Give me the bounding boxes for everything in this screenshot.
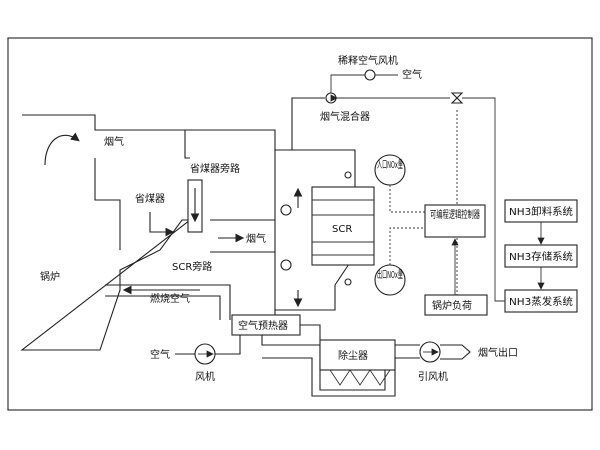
boiler-load-label: 锅炉负荷 bbox=[432, 299, 472, 312]
inlet-damper bbox=[280, 204, 292, 216]
economizer-arrow bbox=[149, 212, 175, 237]
combustion-air-label: 燃烧空气 bbox=[150, 292, 190, 305]
scr-bypass-label: SCR旁路 bbox=[172, 260, 212, 273]
dilution-fan-icon bbox=[364, 69, 376, 81]
flue-flow-arrow bbox=[44, 132, 80, 166]
boiler: 锅炉 bbox=[20, 114, 192, 351]
boiler-label: 锅炉 bbox=[40, 271, 60, 283]
flue-mixer-node bbox=[325, 92, 337, 104]
outlet-damper bbox=[280, 259, 292, 271]
air-preheater-label: 空气预热器 bbox=[238, 319, 288, 332]
economizer-label: 省煤器 bbox=[135, 192, 165, 205]
outlet-nox-label: 出口NOx量 bbox=[377, 268, 403, 281]
ammonia-valve-icon bbox=[450, 92, 464, 104]
dust-collector-label: 除尘器 bbox=[338, 349, 368, 362]
fan-label: 风机 bbox=[195, 370, 215, 383]
plc-label: 可编程逻辑控制器 bbox=[430, 208, 480, 221]
nh3-evap-label: NH3蒸发系统 bbox=[509, 295, 573, 308]
flue-mixer-label: 烟气混合器 bbox=[320, 110, 370, 123]
flue-gas-top-label: 烟气 bbox=[104, 135, 124, 148]
plc-box bbox=[424, 204, 486, 238]
nh3-unload-label: NH3卸料系统 bbox=[509, 205, 573, 218]
dilution-fan-label: 稀释空气风机 bbox=[338, 54, 398, 67]
inlet-nox-label: 入口NOx量 bbox=[377, 159, 403, 171]
flue-outlet-label: 烟气出口 bbox=[478, 346, 518, 359]
economizer-bypass-label: 省煤器旁路 bbox=[190, 162, 240, 175]
dust-collector-box bbox=[319, 339, 396, 371]
air-bottom-label: 空气 bbox=[150, 348, 170, 361]
induced-fan-label: 引风机 bbox=[418, 370, 448, 383]
boiler-load-box bbox=[424, 294, 488, 316]
flue-gas-mid-label: 烟气 bbox=[246, 232, 266, 245]
nh3-storage-label: NH3存储系统 bbox=[509, 250, 573, 263]
air-top-label: 空气 bbox=[402, 68, 422, 81]
scr-label: SCR bbox=[332, 224, 352, 235]
